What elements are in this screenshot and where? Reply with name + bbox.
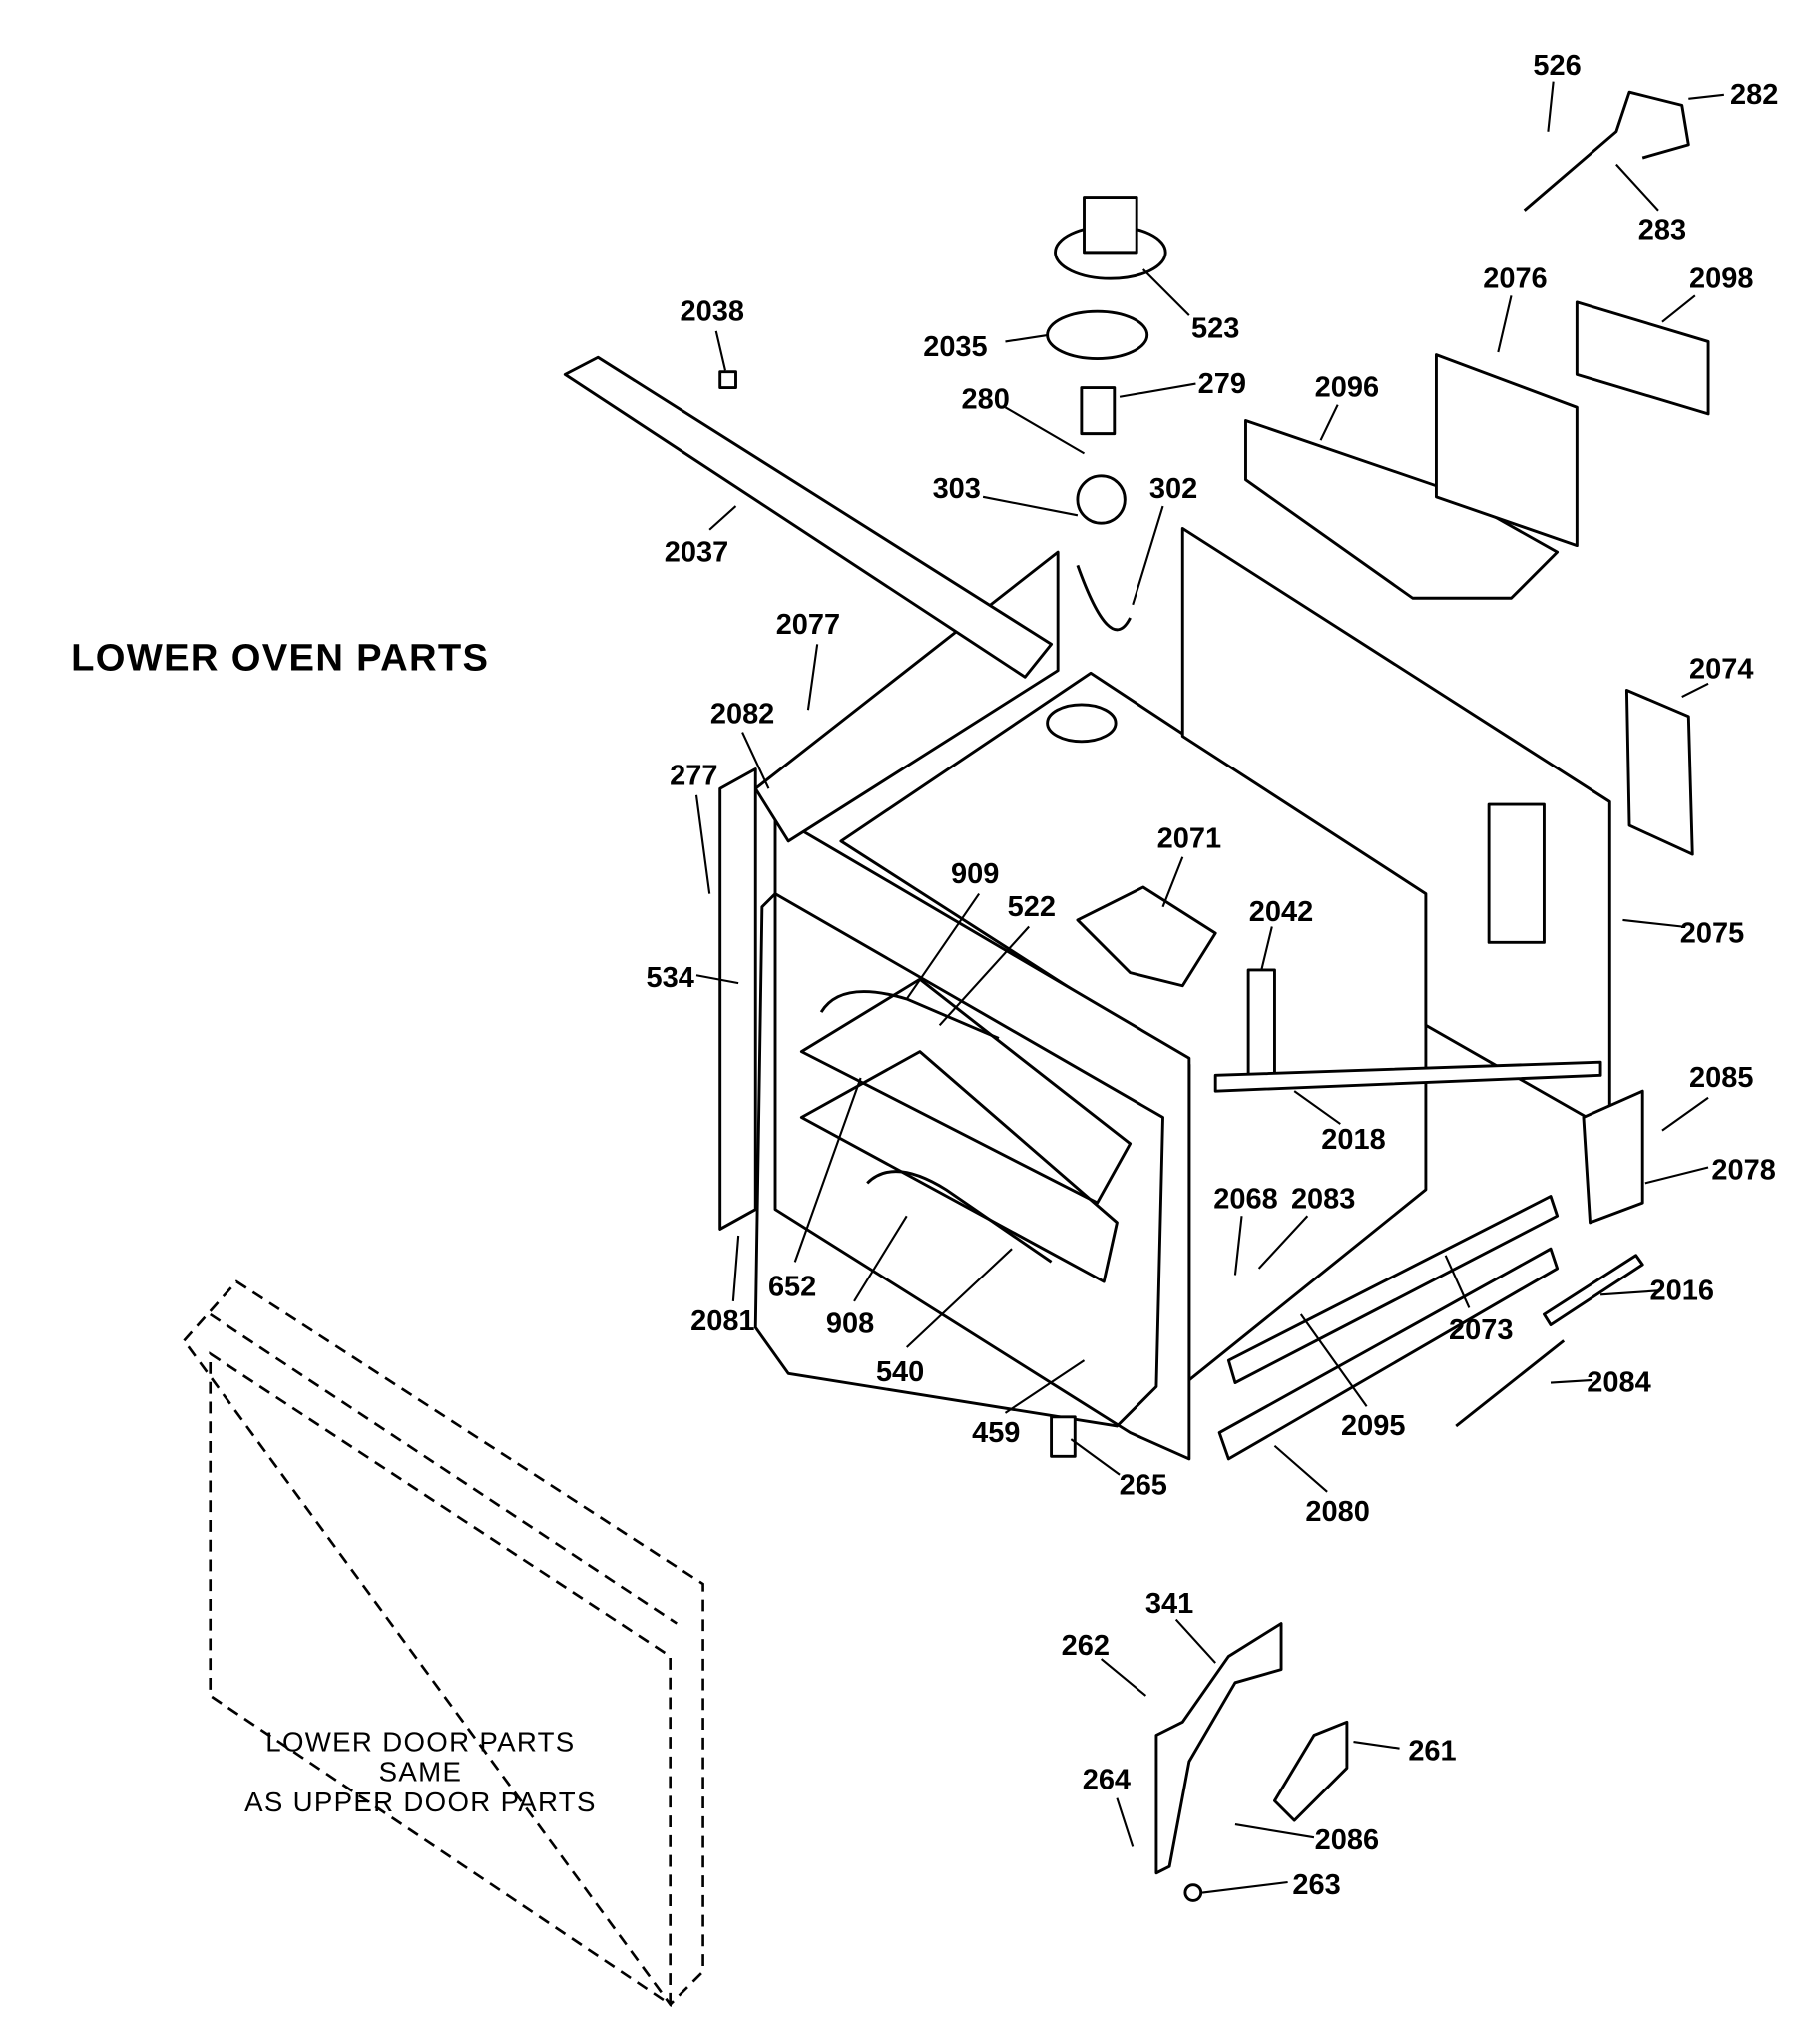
part-label: 2098: [1689, 262, 1753, 294]
part-label: 2085: [1689, 1062, 1753, 1094]
part-label: 302: [1149, 473, 1197, 505]
part-label: 277: [670, 760, 717, 791]
rail-2018: [1213, 1060, 1602, 1093]
part-label: 341: [1145, 1588, 1193, 1620]
part-label: 2083: [1291, 1183, 1355, 1215]
hinge-341: [1154, 1622, 1283, 1875]
part-label: 540: [876, 1356, 924, 1388]
part-label: 2073: [1449, 1314, 1513, 1346]
part-label: 2096: [1315, 372, 1379, 404]
part-labels: 526 282 283 2076 2098 2038 523 2035 279 …: [646, 50, 1778, 1901]
part-label: 2071: [1157, 822, 1221, 854]
part-label: 534: [646, 962, 693, 994]
part-label: 459: [972, 1417, 1020, 1449]
part-label: 265: [1120, 1469, 1167, 1501]
oven-cavity: [753, 671, 1428, 1461]
part-label: 2076: [1483, 262, 1547, 294]
bracket-2042: [1246, 968, 1276, 1090]
lower-door-outline: [182, 1279, 704, 2007]
part-label: 522: [1008, 891, 1056, 923]
top-trim-2037: [563, 355, 1054, 679]
door-note-line-3: AS UPPER DOOR PARTS: [244, 1787, 597, 1817]
hood-2071: [1076, 885, 1217, 988]
part-label: 2016: [1649, 1276, 1713, 1307]
part-label: 261: [1408, 1736, 1456, 1768]
part-label: 262: [1062, 1630, 1110, 1662]
part-label: 2086: [1315, 1824, 1379, 1856]
part-label: 909: [951, 858, 999, 890]
part-label: 280: [962, 384, 1010, 416]
box-2098: [1575, 300, 1710, 416]
diagram-title: LOWER OVEN PARTS: [71, 637, 489, 680]
part-label: 2037: [665, 536, 728, 568]
front-frame-left: [718, 767, 757, 1231]
rear-vent: [1487, 802, 1546, 944]
leader-lines: [694, 81, 1724, 1894]
bracket-261: [1273, 1720, 1349, 1822]
part-label: 2068: [1213, 1183, 1277, 1215]
rail-2073: [1226, 1195, 1560, 1384]
part-label: 2018: [1321, 1124, 1385, 1156]
rail-2080: [1217, 1247, 1560, 1461]
part-label: 263: [1292, 1869, 1340, 1901]
part-label: 2082: [710, 698, 774, 730]
part-label: 2078: [1711, 1154, 1775, 1186]
clip-2038: [718, 370, 737, 389]
lamp-303: [1076, 474, 1127, 525]
part-label: 2035: [923, 331, 987, 363]
part-label: 279: [1198, 368, 1246, 400]
part-label: 282: [1730, 79, 1778, 111]
part-label: 264: [1083, 1764, 1131, 1795]
vent-tube: [1083, 196, 1138, 255]
socket-279: [1080, 386, 1117, 436]
strip-2016: [1542, 1254, 1644, 1327]
part-label: 652: [768, 1272, 816, 1303]
bracket-2078: [1582, 1089, 1644, 1225]
thermostat-282: [1523, 90, 1690, 212]
part-label: 2077: [776, 609, 840, 641]
part-label: 2038: [681, 295, 744, 327]
part-label: 2081: [690, 1305, 754, 1337]
oven-rack: [799, 977, 1133, 1283]
door-note-line-2: SAME: [379, 1757, 463, 1788]
part-label: 908: [826, 1307, 874, 1339]
part-label: 2042: [1249, 896, 1313, 928]
part-label: 523: [1191, 312, 1239, 344]
part-label: 2074: [1689, 654, 1753, 686]
gasket-2035: [1046, 309, 1149, 361]
part-label: 2084: [1587, 1367, 1650, 1399]
rear-panel-2075: [1180, 527, 1611, 1133]
duct-2076: [1434, 353, 1579, 548]
part-label: 2080: [1305, 1496, 1369, 1528]
part-label: 2075: [1680, 917, 1744, 949]
part-label: 303: [933, 473, 981, 505]
wire-302: [1076, 564, 1132, 632]
screw-263: [1183, 1883, 1203, 1902]
spring-2084: [1455, 1339, 1566, 1428]
part-label: 283: [1638, 215, 1686, 247]
clip-265: [1050, 1415, 1077, 1458]
door-note-line-1: LOWER DOOR PARTS: [265, 1726, 575, 1757]
part-label: 2095: [1341, 1410, 1405, 1442]
cover-2074: [1624, 688, 1694, 856]
part-label: 526: [1533, 50, 1581, 82]
